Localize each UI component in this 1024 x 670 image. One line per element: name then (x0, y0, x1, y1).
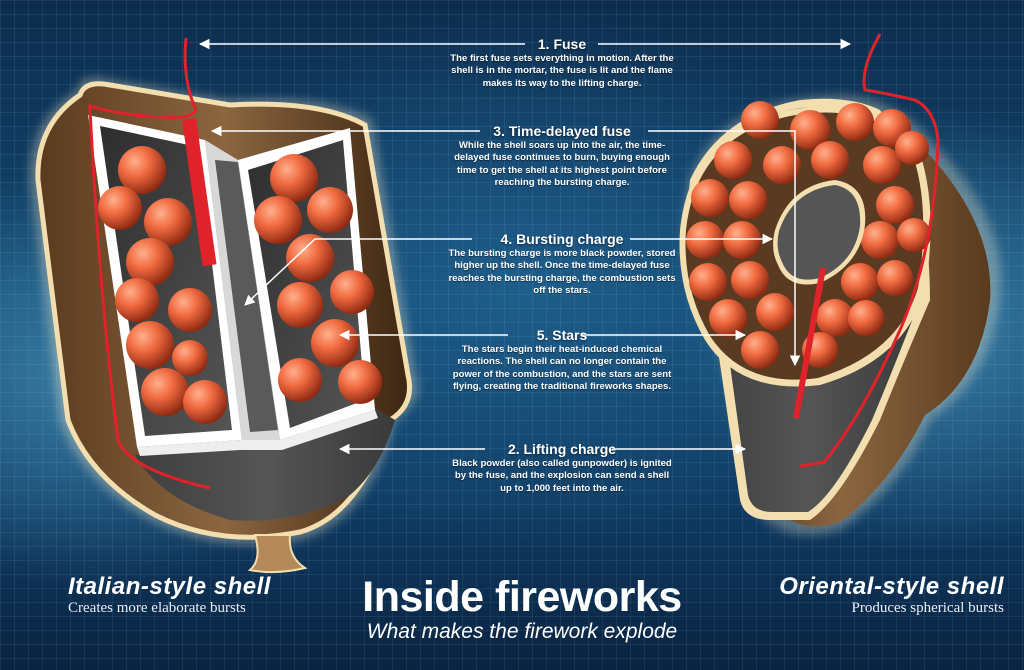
callout-body: The first fuse sets everything in motion… (450, 53, 674, 89)
callout-body: The bursting charge is more black powder… (448, 248, 676, 296)
stars-right-compartment (254, 154, 382, 404)
time-delayed-fuse-right (793, 267, 826, 419)
italian-shell-label: Italian-style shell Creates more elabora… (68, 573, 271, 617)
callout-heading: 5. Stars (536, 327, 588, 343)
callout-heading: 4. Bursting charge (500, 231, 624, 247)
callout-stars: 5. Stars The stars begin their heat-indu… (448, 327, 676, 393)
italian-shell-illustration (29, 37, 418, 574)
callout-bursting-charge: 4. Bursting charge The bursting charge i… (448, 231, 676, 297)
callout-body: While the shell soars up into the air, t… (454, 140, 670, 188)
callout-body: The stars begin their heat-induced chemi… (452, 344, 672, 392)
oriental-shell-illustration (679, 33, 1002, 535)
callout-leader-lines (198, 38, 852, 455)
stars-left-compartment (98, 146, 227, 424)
shell-name: Italian-style shell (68, 573, 271, 600)
callout-time-delayed-fuse: 3. Time-delayed fuse While the shell soa… (448, 123, 676, 189)
shell-description: Creates more elaborate bursts (68, 600, 246, 616)
callout-heading: 3. Time-delayed fuse (493, 123, 631, 139)
shell-description: Produces spherical bursts (851, 600, 1004, 616)
callout-heading: 1. Fuse (537, 36, 587, 52)
callout-body: Black powder (also called gunpowder) is … (452, 458, 672, 494)
page-subtitle: What makes the firework explode (366, 620, 678, 643)
shell-name: Oriental-style shell (779, 573, 1004, 600)
callout-heading: 2. Lifting charge (507, 441, 617, 457)
page-title: Inside fireworks (362, 573, 682, 621)
callout-fuse: 1. Fuse The first fuse sets everything i… (448, 36, 676, 90)
stars-oriental (686, 101, 931, 369)
time-delayed-fuse-left (182, 117, 217, 267)
infographic-title: Inside fireworks What makes the firework… (322, 574, 722, 644)
oriental-shell-label: Oriental-style shell Produces spherical … (752, 573, 1004, 617)
callout-lifting-charge: 2. Lifting charge Black powder (also cal… (448, 441, 676, 495)
